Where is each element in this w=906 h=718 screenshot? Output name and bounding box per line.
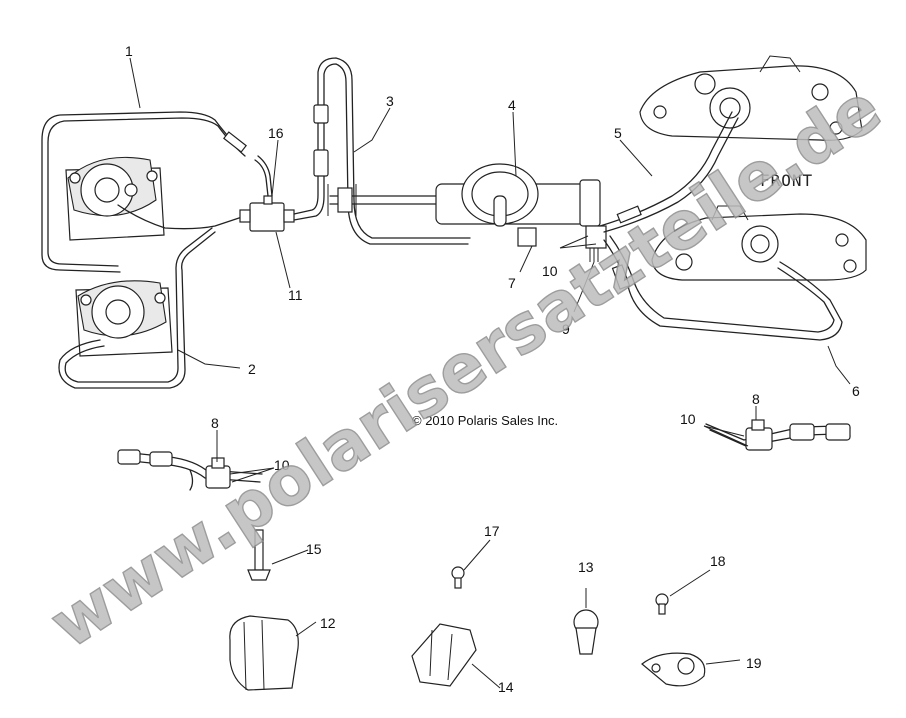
callout-16: 16 [268, 125, 284, 141]
watermark-text: www.polarisersatzteile.de [37, 69, 895, 663]
callout-8-right: 8 [752, 391, 760, 407]
callout-19: 19 [746, 655, 762, 671]
clip-12 [229, 615, 299, 691]
front-caliper-upper [639, 55, 863, 141]
callout-4: 4 [508, 97, 516, 113]
callout-12: 12 [320, 615, 336, 631]
callout-15: 15 [306, 541, 322, 557]
brake-hose-left [117, 449, 263, 491]
screw-18 [655, 593, 669, 615]
callout-18: 18 [710, 553, 726, 569]
rivet [247, 529, 271, 581]
callout-10-left: 10 [274, 457, 290, 473]
callout-3: 3 [386, 93, 394, 109]
callout-6: 6 [852, 383, 860, 399]
brake-line-1 [41, 111, 243, 273]
push-fastener [573, 609, 599, 655]
callout-14: 14 [498, 679, 514, 695]
callout-9: 9 [562, 321, 570, 337]
leader-lines [129, 57, 851, 689]
rear-caliper-lower [75, 280, 173, 357]
master-cylinder [435, 163, 607, 262]
callout-10-right: 10 [680, 411, 696, 427]
screw-17 [451, 566, 465, 589]
front-caliper-lower [651, 205, 867, 281]
distribution-block [239, 155, 295, 232]
callout-labels: 1 2 3 4 5 6 7 8 9 10 11 12 13 14 15 16 1… [125, 43, 860, 695]
bracket-14 [411, 623, 477, 687]
callout-8: 8 [211, 415, 219, 431]
callout-2: 2 [248, 361, 256, 377]
callout-5: 5 [614, 125, 622, 141]
p-clamp [641, 652, 706, 687]
callout-11: 11 [288, 287, 303, 303]
rear-caliper-upper [65, 156, 165, 241]
callout-7: 7 [508, 275, 516, 291]
callout-10: 10 [542, 263, 558, 279]
callout-13: 13 [578, 559, 594, 575]
callout-17: 17 [484, 523, 500, 539]
copyright-text: © 2010 Polaris Sales Inc. [412, 413, 558, 428]
front-label: FRONT [760, 171, 813, 190]
brake-hose-right [705, 419, 851, 451]
callout-1: 1 [125, 43, 133, 59]
